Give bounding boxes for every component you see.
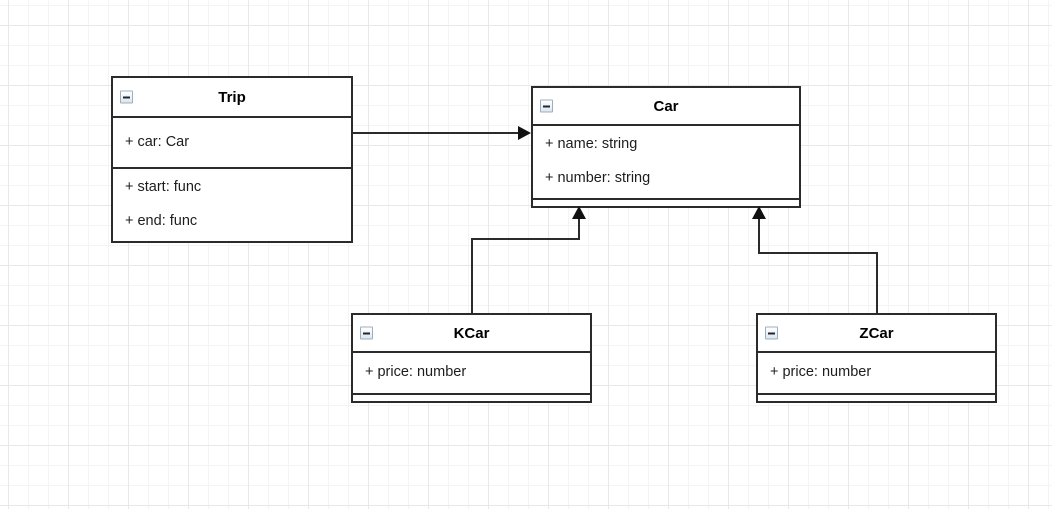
uml-attribute: + price: number [770, 364, 872, 381]
collapse-minus-icon[interactable] [540, 99, 553, 113]
uml-attributes-kcar: + price: number [353, 353, 590, 393]
connector-kcar-car-seg-h [471, 238, 580, 240]
uml-class-car[interactable]: Car + name: string + number: string [531, 86, 801, 208]
collapse-minus-icon[interactable] [360, 326, 373, 340]
uml-attribute: + number: string [545, 170, 651, 186]
uml-methods-kcar [353, 393, 590, 401]
connector-trip-car-line [353, 132, 518, 134]
uml-methods-car [533, 198, 799, 206]
uml-class-header-zcar[interactable]: ZCar [758, 315, 995, 353]
uml-attributes-car: + name: string + number: string [533, 126, 799, 198]
connector-trip-car-arrowhead [518, 126, 531, 140]
uml-class-header-kcar[interactable]: KCar [353, 315, 590, 353]
uml-class-name-trip: Trip [218, 88, 246, 106]
uml-class-header-trip[interactable]: Trip [113, 78, 351, 118]
uml-class-name-zcar: ZCar [859, 324, 894, 342]
uml-methods-trip: + start: func + end: func [113, 167, 351, 241]
connector-kcar-car-seg-v2 [578, 218, 580, 240]
uml-attribute: + price: number [365, 364, 467, 381]
uml-class-name-car: Car [653, 97, 679, 115]
uml-attribute: + name: string [545, 136, 638, 153]
uml-attributes-zcar: + price: number [758, 353, 995, 393]
uml-attributes-trip: + car: Car [113, 118, 351, 167]
connector-zcar-car-seg-v2 [758, 218, 760, 254]
connector-kcar-car-seg-v1 [471, 238, 473, 314]
uml-method: + start: func [125, 179, 202, 196]
collapse-minus-icon[interactable] [120, 90, 133, 104]
uml-methods-zcar [758, 393, 995, 401]
connector-zcar-car-seg-h [758, 252, 878, 254]
uml-class-trip[interactable]: Trip + car: Car + start: func + end: fun… [111, 76, 353, 243]
uml-class-name-kcar: KCar [453, 324, 490, 342]
collapse-minus-icon[interactable] [765, 326, 778, 340]
connector-zcar-car-arrowhead [752, 206, 766, 219]
uml-class-kcar[interactable]: KCar + price: number [351, 313, 592, 403]
uml-attribute: + car: Car [125, 133, 190, 150]
connector-kcar-car-arrowhead [572, 206, 586, 219]
uml-class-header-car[interactable]: Car [533, 88, 799, 126]
connector-zcar-car-seg-v1 [876, 252, 878, 314]
uml-method: + end: func [125, 213, 198, 229]
uml-class-zcar[interactable]: ZCar + price: number [756, 313, 997, 403]
